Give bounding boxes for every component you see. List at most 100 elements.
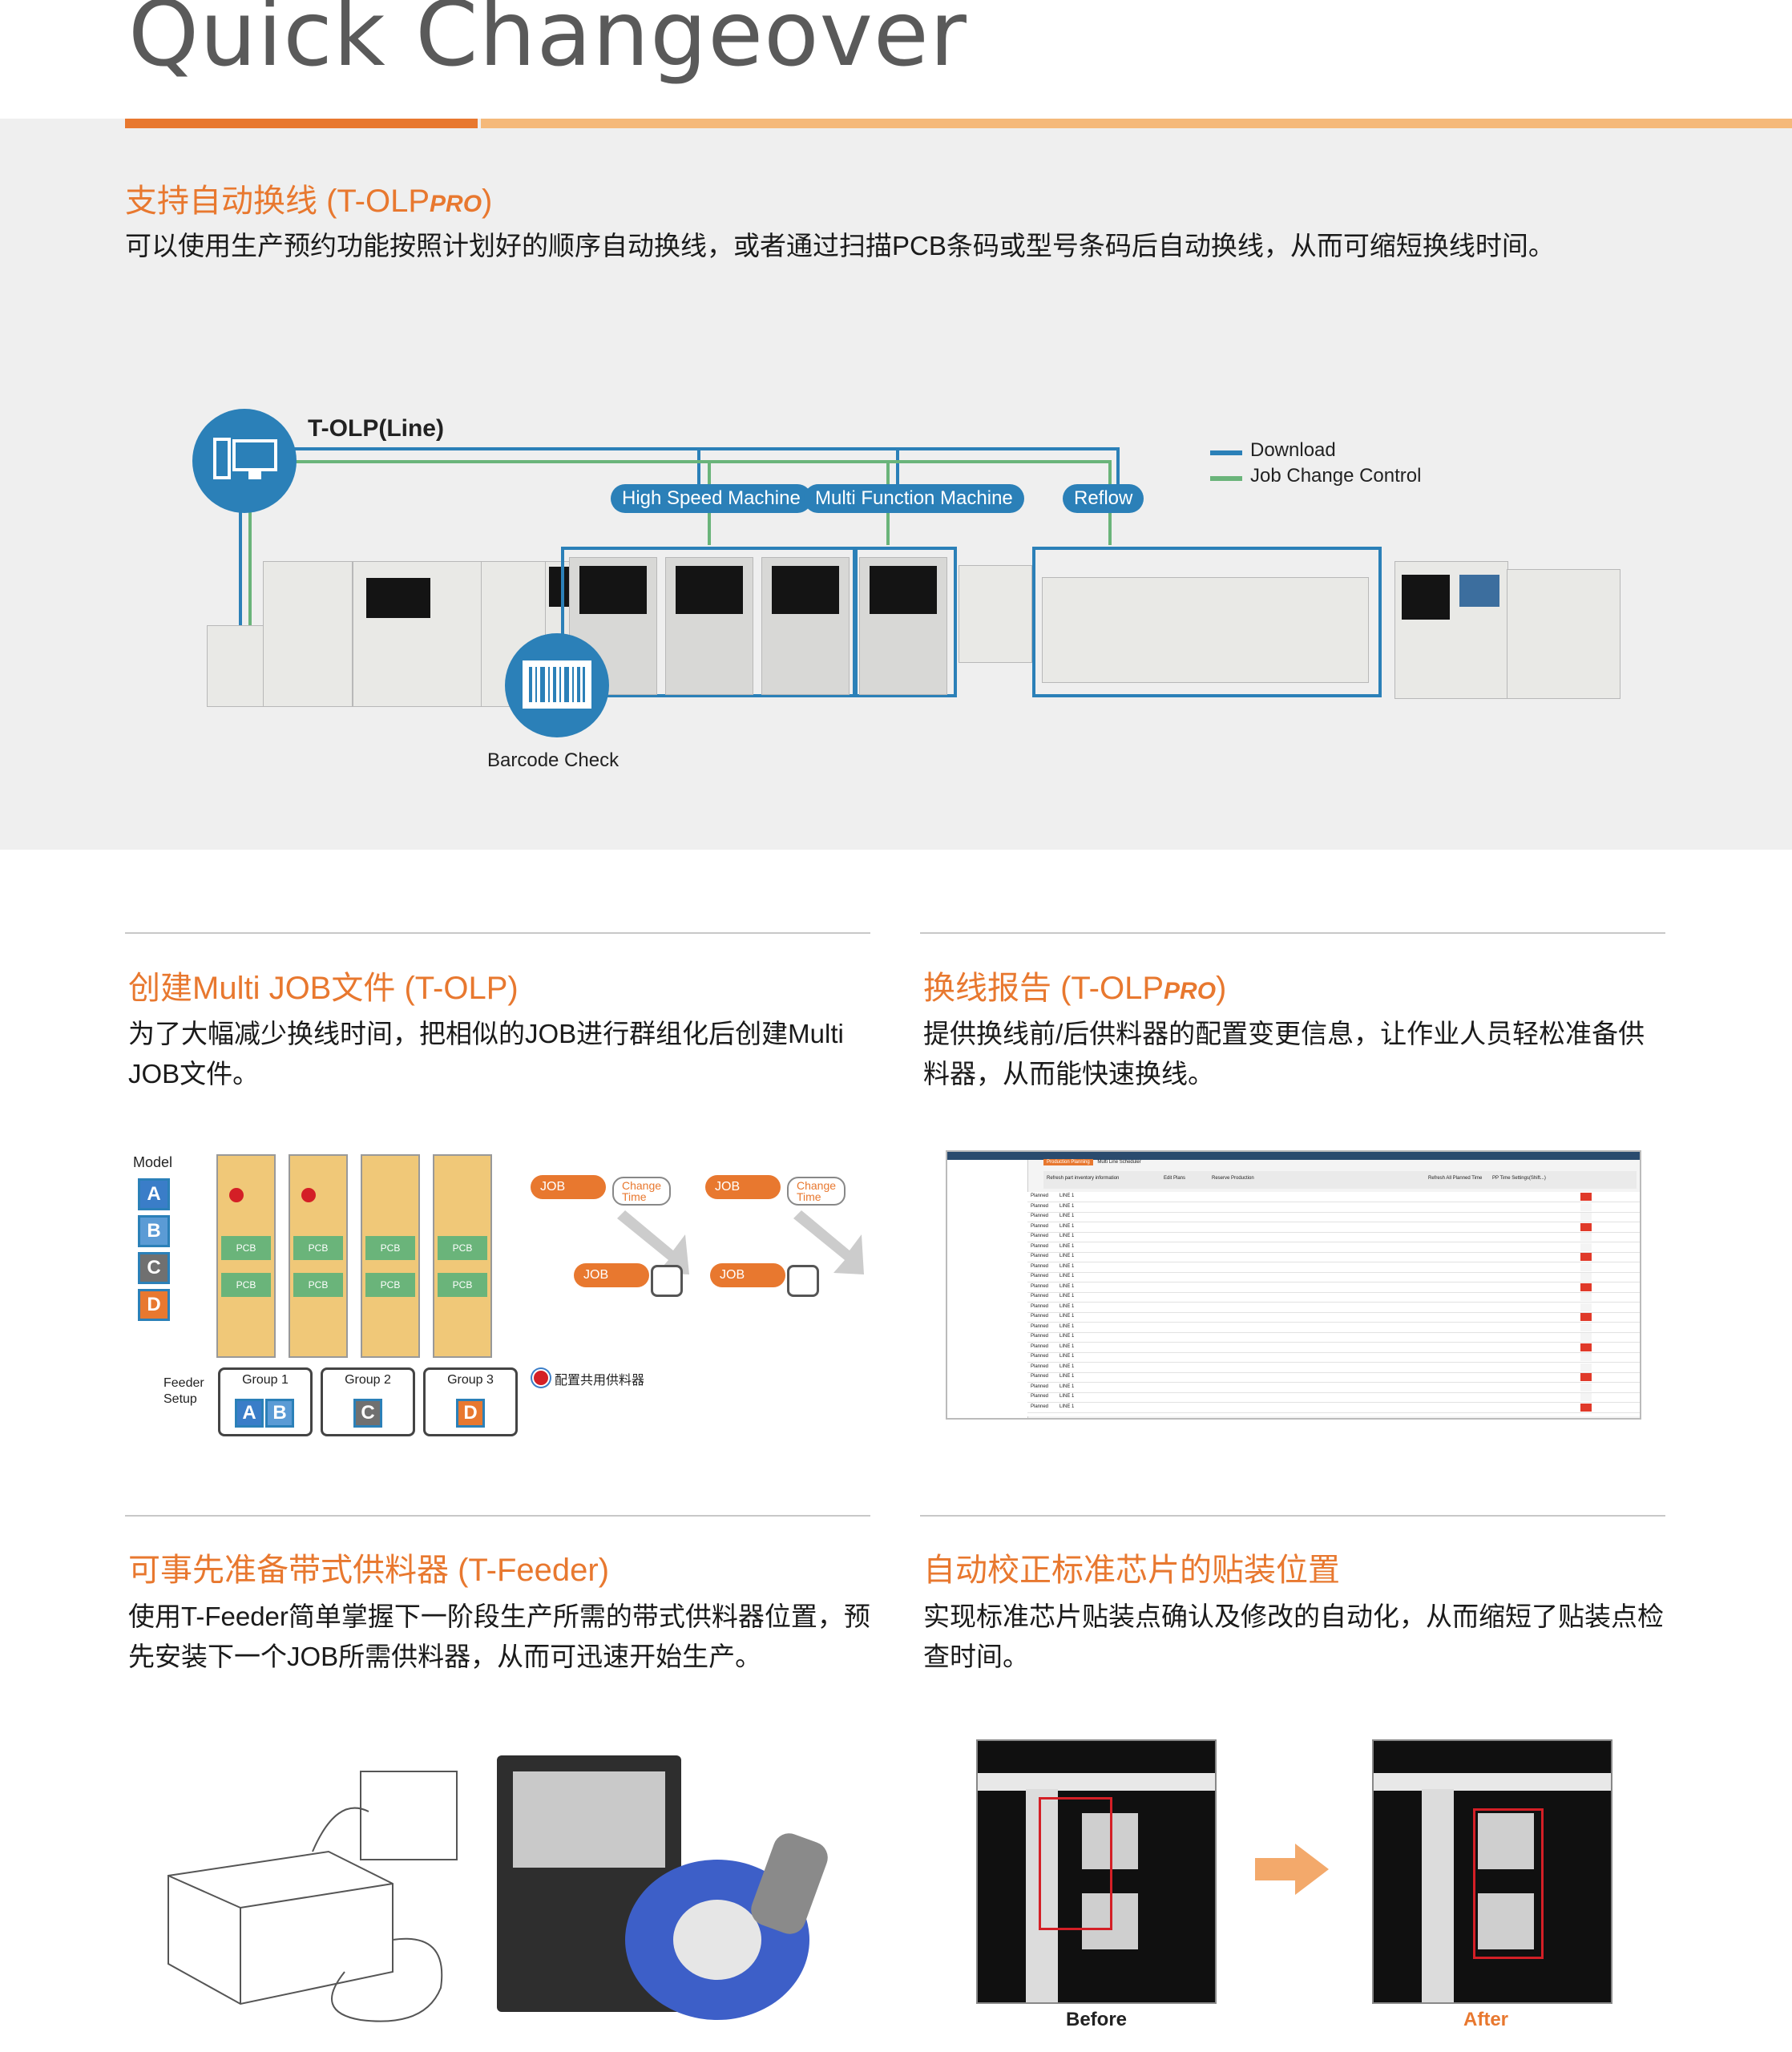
report-row-status: Planned — [1031, 1394, 1049, 1399]
report-row[interactable]: Planned LINE 1 — [1027, 1212, 1640, 1222]
job-pill-4: JOB — [710, 1263, 785, 1287]
barcode-icon — [523, 660, 591, 709]
section1-heading-text: 支持自动换线 (T-OLP — [125, 184, 430, 219]
report-row-status: Planned — [1031, 1214, 1049, 1218]
report-screenshot: Production Planning Multi Line Scheduler… — [946, 1150, 1641, 1420]
mounter-4-top — [870, 566, 937, 614]
report-row-status: Planned — [1031, 1404, 1049, 1409]
report-row-status: Planned — [1031, 1283, 1049, 1289]
section4-heading: 可事先准备带式供料器 (T-Feeder) — [128, 1553, 610, 1588]
group-3-model-d: D — [456, 1399, 485, 1428]
report-row[interactable]: Planned LINE 1 — [1027, 1372, 1640, 1383]
report-row-flag — [1580, 1253, 1592, 1261]
section1-heading-pro: PRO — [430, 191, 482, 217]
report-row-status: Planned — [1031, 1294, 1049, 1299]
screen-printer — [353, 561, 482, 707]
report-row-flag — [1580, 1303, 1592, 1311]
report-row-flag — [1580, 1262, 1592, 1271]
conveyor — [959, 565, 1032, 663]
barcode-label: Barcode Check — [487, 749, 620, 771]
report-row-status: Planned — [1031, 1314, 1049, 1319]
report-row-line: LINE 1 — [1059, 1263, 1075, 1269]
change-time-pill-2: Change Time — [787, 1177, 846, 1206]
arrow-right-icon — [1255, 1844, 1329, 1895]
section3-heading-pro: PRO — [1164, 978, 1217, 1004]
report-row-status: Planned — [1031, 1194, 1049, 1198]
report-row-line: LINE 1 — [1059, 1374, 1075, 1379]
report-row-status: Planned — [1031, 1274, 1049, 1278]
report-row-line: LINE 1 — [1059, 1334, 1075, 1339]
btn-pp-time-settings[interactable]: PP Time Settings(Shift...) — [1492, 1176, 1546, 1181]
pill-reflow: Reflow — [1063, 484, 1144, 513]
aoi-screen — [1402, 575, 1450, 620]
printer-unit — [263, 561, 353, 707]
accent-bar-light — [481, 119, 1792, 128]
btn-refresh-inventory[interactable]: Refresh part inventory information — [1047, 1176, 1120, 1181]
shared-feeder-legend-dot — [532, 1369, 550, 1387]
btn-refresh-planned-time[interactable]: Refresh All Planned Time — [1428, 1176, 1483, 1181]
report-row-flag — [1580, 1363, 1592, 1371]
report-row-line: LINE 1 — [1059, 1214, 1075, 1218]
accent-bar-dark — [125, 119, 478, 128]
btn-reserve-production[interactable]: Reserve Production — [1212, 1176, 1254, 1181]
btn-edit-plans[interactable]: Edit Plans — [1164, 1176, 1186, 1181]
divider-left-1 — [125, 932, 870, 934]
section1-heading: 支持自动换线 (T-OLPPRO) — [125, 175, 492, 221]
report-row-status: Planned — [1031, 1254, 1049, 1258]
empty-slot-1 — [651, 1265, 683, 1297]
legend-jobchange-swatch — [1210, 476, 1242, 481]
report-row-line: LINE 1 — [1059, 1203, 1075, 1209]
section2-heading: 创建Multi JOB文件 (T-OLP) — [128, 971, 519, 1006]
report-row-line: LINE 1 — [1059, 1354, 1075, 1359]
tfeeder-rack — [513, 1771, 665, 1868]
report-row-status: Planned — [1031, 1374, 1049, 1379]
feeder-setup-label: Feeder Setup — [163, 1376, 204, 1406]
mounter-2 — [665, 557, 753, 695]
pcb-3b: PCB — [365, 1273, 415, 1297]
after-pad-2 — [1478, 1893, 1534, 1949]
report-row-flag — [1580, 1193, 1592, 1201]
pcb-2b: PCB — [293, 1273, 343, 1297]
report-row-flag — [1580, 1333, 1592, 1341]
report-row-flag — [1580, 1353, 1592, 1361]
tab-production-planning[interactable]: Production Planning — [1043, 1159, 1093, 1165]
before-marker-box — [1039, 1797, 1112, 1930]
report-toolbar: Refresh part inventory information Edit … — [1043, 1171, 1637, 1189]
report-row-status: Planned — [1031, 1343, 1049, 1349]
server-circle — [192, 409, 297, 513]
barcode-circle — [505, 633, 609, 737]
report-row-flag — [1580, 1293, 1592, 1301]
feeder-line-drawing — [167, 1771, 458, 2022]
report-row-flag — [1580, 1373, 1592, 1381]
line-diagram: T-OLP(Line) High Speed Machine Multi Fun… — [0, 385, 1792, 802]
pill-high-speed: High Speed Machine — [611, 484, 812, 513]
report-row-flag — [1580, 1233, 1592, 1241]
report-row-flag — [1580, 1313, 1592, 1321]
page-title: Quick Changeover — [128, 0, 967, 87]
after-label: After — [1463, 2009, 1509, 2030]
report-row-flag — [1580, 1343, 1592, 1351]
report-row-flag — [1580, 1393, 1592, 1401]
tab-multi-line-scheduler[interactable]: Multi Line Scheduler — [1097, 1160, 1141, 1165]
